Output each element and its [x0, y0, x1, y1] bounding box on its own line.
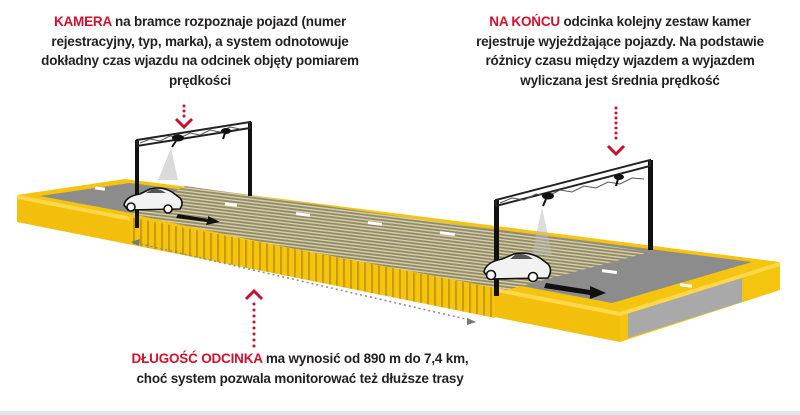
entry-caption-highlight: KAMERA [53, 14, 112, 29]
length-caption-text: ma wynosić od 890 m do 7,4 km, choć syst… [136, 351, 469, 386]
bottom-border [0, 411, 800, 415]
camera-beam [158, 148, 178, 180]
direction-arrow [544, 283, 606, 299]
exit-caption-text: odcinka kolejny zestaw kamer rejestruje … [476, 14, 764, 88]
entry-gantry [135, 120, 252, 228]
camera-icon [171, 128, 231, 148]
exit-caption-highlight: NA KOŃCU [489, 14, 560, 29]
measured-section-side [130, 217, 495, 318]
exit-camera-caption: NA KOŃCU odcinka kolejny zestaw kamer re… [460, 12, 780, 90]
exit-pointer-arrow [606, 106, 626, 157]
length-caption-highlight: DŁUGOŚĆ ODCINKA [131, 351, 263, 366]
camera-beam [532, 207, 552, 255]
car-entering [123, 187, 220, 225]
entry-caption-text: na bramce rozpoznaje pojazd (numer rejes… [41, 14, 359, 88]
camera-icon [542, 174, 624, 207]
entry-camera-caption: KAMERA na bramce rozpoznaje pojazd (nume… [40, 12, 360, 90]
section-length-caption: DŁUGOŚĆ ODCINKA ma wynosić od 890 m do 7… [120, 349, 480, 388]
direction-arrow [176, 214, 220, 225]
exit-gantry [494, 158, 653, 296]
length-pointer-arrow [244, 288, 264, 348]
section-length-dimension-line [131, 239, 476, 325]
entry-pointer-arrow [174, 104, 194, 130]
car-exiting [483, 252, 606, 299]
